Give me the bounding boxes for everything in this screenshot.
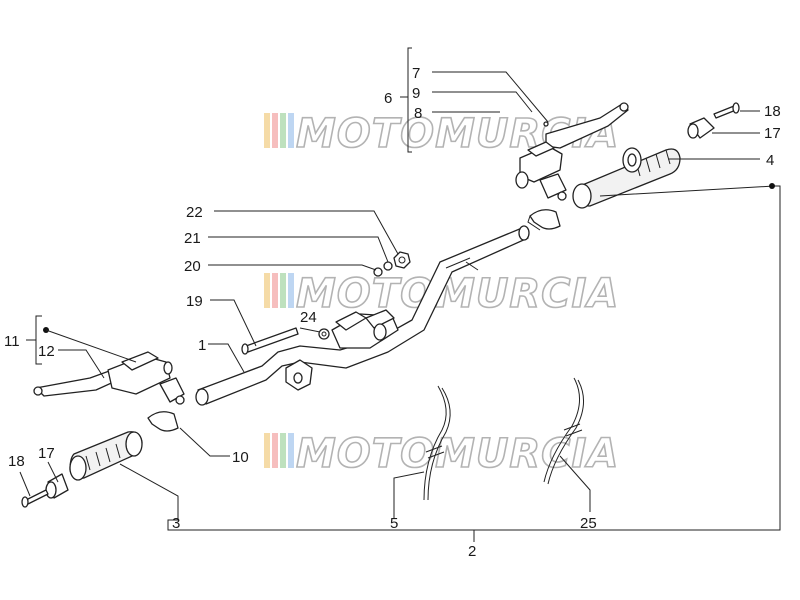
cable-5 — [423, 385, 451, 501]
right-clamp-half — [527, 209, 561, 231]
callout-18-right: 18 — [764, 103, 781, 120]
callout-7: 7 — [412, 65, 420, 82]
right-screw-18 — [713, 102, 740, 119]
callout-8: 8 — [414, 105, 422, 122]
callout-21: 21 — [184, 230, 201, 247]
callout-25: 25 — [580, 515, 597, 532]
left-brake-lever-assembly — [33, 351, 185, 405]
watermark-text: MOTOMURCIA — [296, 271, 619, 317]
washer-21 — [383, 261, 393, 271]
bolt-19 — [241, 327, 299, 355]
callout-10: 10 — [232, 449, 249, 466]
callout-6: 6 — [384, 90, 392, 107]
washer-24 — [318, 328, 330, 340]
left-screw-18 — [21, 489, 49, 508]
right-grip-weight-17 — [687, 117, 715, 139]
callout-20: 20 — [184, 258, 201, 275]
handlebar-tube — [195, 225, 530, 406]
left-grip-weight-17 — [45, 473, 69, 499]
watermark-top: MOTOMURCIA — [264, 110, 619, 158]
right-brake-lever-assembly — [515, 102, 629, 201]
right-throttle-grip — [572, 147, 681, 209]
callout-17-left: 17 — [38, 445, 55, 462]
callout-18-left: 18 — [8, 453, 25, 470]
callout-labels: 7 9 8 6 18 17 4 22 21 20 19 24 1 11 12 1… — [4, 65, 781, 560]
callout-11: 11 — [4, 333, 20, 350]
left-grip — [69, 431, 143, 481]
left-clamp-half — [147, 411, 179, 432]
watermark-text: MOTOMURCIA — [296, 111, 619, 157]
cable-25 — [543, 377, 584, 485]
callout-22: 22 — [186, 204, 203, 221]
callout-12: 12 — [38, 343, 55, 360]
callout-3: 3 — [172, 515, 180, 532]
callout-4: 4 — [766, 152, 774, 169]
callout-19: 19 — [186, 293, 203, 310]
callout-5: 5 — [390, 515, 398, 532]
callout-2: 2 — [468, 543, 476, 560]
handlebar-clamp-block — [285, 309, 399, 391]
leader-lines — [19, 47, 781, 542]
watermark-middle: MOTOMURCIA — [264, 270, 619, 318]
watermark-bottom: MOTOMURCIA — [264, 430, 619, 478]
watermark-text: MOTOMURCIA — [296, 431, 619, 477]
callout-17-right: 17 — [764, 125, 781, 142]
callout-9: 9 — [412, 85, 420, 102]
nut-22 — [393, 251, 411, 269]
callout-24: 24 — [300, 309, 317, 326]
callout-1: 1 — [198, 337, 206, 354]
